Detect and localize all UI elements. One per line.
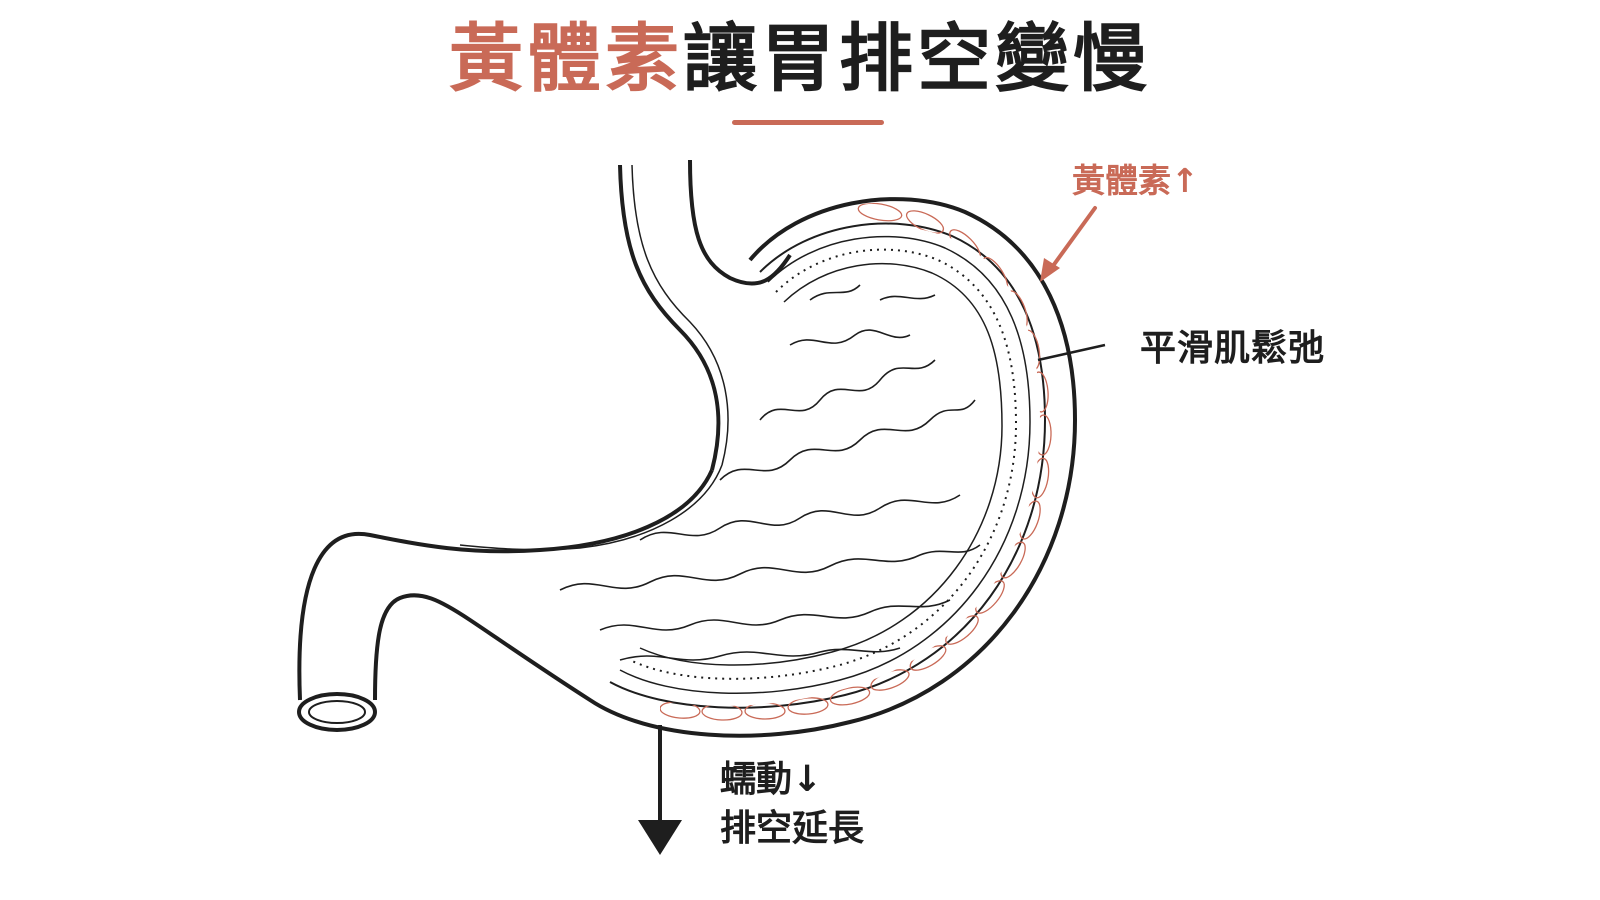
stomach-wall-layer-2 bbox=[619, 235, 1031, 695]
title-rest: 讓胃排空變慢 bbox=[683, 16, 1151, 102]
gastric-rugae bbox=[559, 284, 981, 661]
peristalsis-label: 蠕動↓ bbox=[720, 759, 823, 800]
page-title: 黃體素讓胃排空變慢 bbox=[0, 22, 1600, 96]
emptying-arrow-head bbox=[638, 820, 682, 855]
hormone-label: 黃體素↑ bbox=[1072, 161, 1199, 200]
hormone-arrow-line bbox=[1048, 206, 1097, 272]
title-underline bbox=[732, 120, 884, 125]
muscle-leader-line bbox=[1037, 343, 1106, 362]
hormone-arrow-head bbox=[1040, 258, 1060, 282]
smooth-muscle-layer bbox=[660, 202, 1052, 721]
lesser-curvature bbox=[297, 469, 714, 701]
muscle-relaxation-label: 平滑肌鬆弛 bbox=[1140, 328, 1326, 369]
duodenum-opening-inner bbox=[308, 700, 366, 724]
emptying-delay-label: 排空延長 bbox=[720, 808, 865, 849]
stomach-outer-wall bbox=[373, 197, 1078, 738]
lesser-curvature-inner bbox=[459, 464, 723, 551]
stomach-wall-layer-3 bbox=[639, 262, 1003, 666]
esophagus-left-wall bbox=[618, 164, 721, 471]
esophagus-left-inner bbox=[631, 164, 729, 466]
duodenum-opening bbox=[297, 692, 377, 732]
esophagus-right-wall bbox=[688, 159, 792, 286]
stomach-wall-dotted bbox=[629, 248, 1018, 680]
stomach-wall-layer-1 bbox=[609, 222, 1047, 709]
title-accent: 黃體素 bbox=[449, 16, 683, 102]
